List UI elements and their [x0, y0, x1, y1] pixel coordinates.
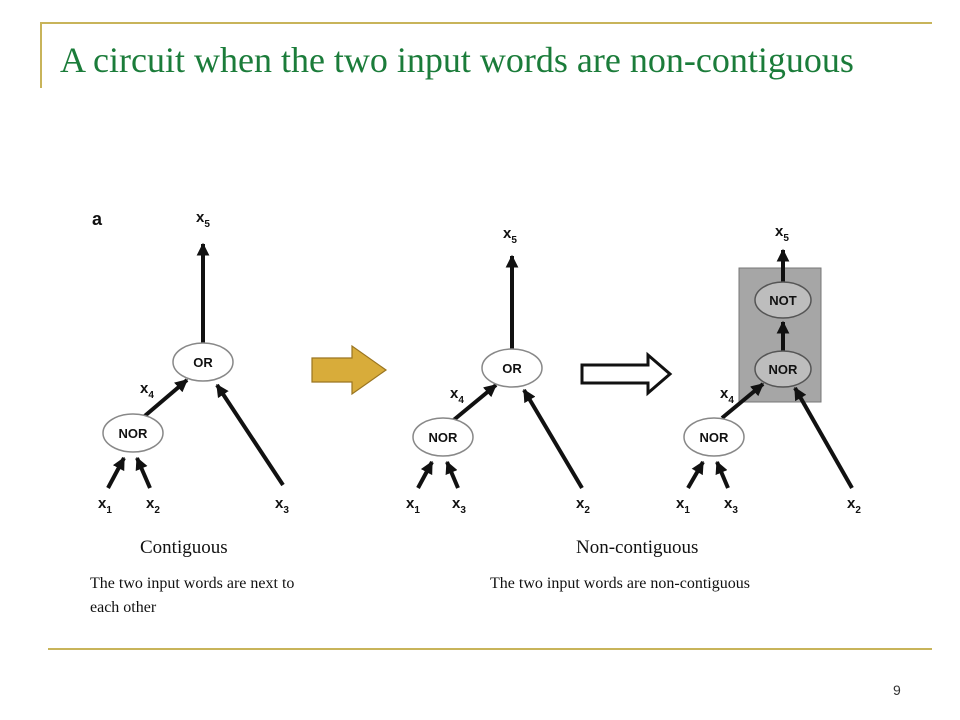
left-x3-label: x3 [275, 495, 289, 516]
middle-x4-wire [448, 383, 498, 425]
panel-label: a [92, 209, 103, 229]
left-or-label: OR [193, 355, 213, 370]
left-x4-wire [138, 378, 189, 422]
non-contiguous-description: The two input words are non-contiguous [490, 575, 750, 592]
middle-x2-label: x2 [576, 495, 590, 516]
left-nor-label: NOR [119, 426, 149, 441]
middle-x1-wire [416, 460, 434, 489]
middle-or-label: OR [502, 361, 522, 376]
right-nor-label: NOR [700, 430, 730, 445]
middle-x2-wire [522, 388, 584, 490]
right-x4-label: x4 [720, 385, 734, 406]
middle-x3-label: x3 [452, 495, 466, 516]
left-x1-wire [106, 456, 126, 489]
transition-arrow-outline [580, 351, 673, 397]
right-not-node [754, 281, 812, 319]
right-x5-label: x5 [775, 223, 789, 244]
page-number: 9 [893, 682, 901, 698]
non-contiguous-heading: Non-contiguous [576, 537, 699, 558]
left-or-node [172, 342, 234, 382]
middle-or-node [481, 348, 543, 388]
left-x4-label: x4 [140, 380, 154, 401]
right-x1-wire [686, 460, 705, 489]
right-nor-node [683, 417, 745, 457]
title-left-rule [40, 22, 42, 88]
top-rule [40, 22, 932, 24]
left-nor-node [102, 413, 164, 453]
left-x5-label: x5 [196, 209, 210, 230]
right-circuit: NOT NOR NOR x5 x4 x1 x3 x2 [676, 223, 861, 516]
middle-x5-label: x5 [503, 225, 517, 246]
right-not-label: NOT [769, 293, 797, 308]
right-x3-label: x3 [724, 495, 738, 516]
right-inner-nor-label: NOR [769, 362, 799, 377]
left-circuit: OR NOR x5 x4 x1 x2 x3 [98, 209, 289, 516]
right-x4-wire [720, 382, 765, 420]
middle-circuit: OR NOR x5 x4 x1 x3 x2 [406, 225, 590, 516]
left-x2-label: x2 [146, 495, 160, 516]
left-x2-wire [135, 456, 152, 489]
right-x1-label: x1 [676, 495, 690, 516]
contiguous-heading: Contiguous [140, 537, 228, 558]
transition-arrow-solid [311, 344, 388, 396]
middle-x1-label: x1 [406, 495, 420, 516]
right-x2-label: x2 [847, 495, 861, 516]
middle-x4-label: x4 [450, 385, 464, 406]
middle-nor-label: NOR [429, 430, 459, 445]
left-x1-label: x1 [98, 495, 112, 516]
right-x3-wire [715, 460, 730, 489]
middle-nor-node [412, 417, 474, 457]
contiguous-description: The two input words are next to each oth… [90, 575, 295, 616]
bottom-rule [48, 648, 932, 650]
slide-title: A circuit when the two input words are n… [60, 40, 854, 80]
left-x3-wire [215, 383, 285, 487]
middle-x3-wire [445, 460, 460, 489]
right-inner-nor-node [754, 350, 812, 388]
right-x2-wire [793, 386, 854, 489]
